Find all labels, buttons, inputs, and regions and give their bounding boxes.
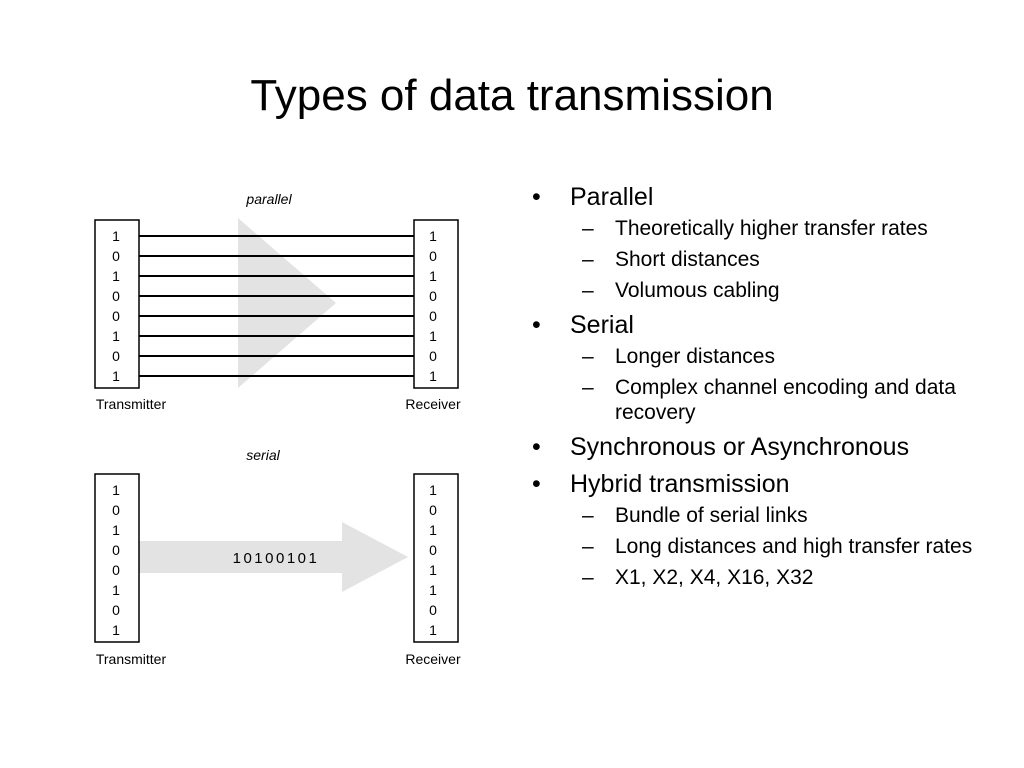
bullet-parallel: Parallel Theoretically higher transfer r…	[530, 182, 1000, 303]
bullet-hybrid: Hybrid transmission Bundle of serial lin…	[530, 469, 1000, 590]
sub-item-label: Longer distances	[615, 345, 775, 368]
sub-item-label: Long distances and high transfer rates	[615, 535, 973, 558]
parallel-transmitter-box	[94, 219, 140, 389]
parallel-transmitter-label: Transmitter	[96, 396, 167, 412]
serial-transmitter-box	[94, 473, 140, 643]
bit: 1	[112, 228, 120, 244]
bit: 1	[112, 328, 120, 344]
bit: 1	[112, 482, 120, 498]
sub-item-label: Short distances	[615, 248, 760, 271]
sub-item-label: Theoretically higher transfer rates	[615, 217, 928, 240]
bit: 0	[112, 542, 120, 558]
bullet-label: Serial	[570, 311, 634, 339]
bit: 1	[429, 482, 437, 498]
sub-item-label: X1, X2, X4, X16, X32	[615, 566, 814, 589]
sub-item: Long distances and high transfer rates	[570, 534, 1000, 559]
bit: 0	[112, 348, 120, 364]
bullet-label: Hybrid transmission	[570, 470, 790, 498]
sub-list: Longer distances Complex channel encodin…	[570, 344, 1000, 425]
sub-item: Complex channel encoding and data recove…	[570, 375, 1000, 425]
sub-item: Volumous cabling	[570, 278, 1000, 303]
parallel-transmitter-bits: 1 0 1 0 0 1 0 1	[112, 228, 120, 384]
bullet-label: Parallel	[570, 183, 654, 211]
bit: 1	[112, 622, 120, 638]
serial-receiver-label: Receiver	[405, 651, 461, 667]
bit: 0	[112, 248, 120, 264]
bit: 1	[112, 582, 120, 598]
bit: 0	[112, 602, 120, 618]
bit: 1	[112, 268, 120, 284]
sub-item: Short distances	[570, 247, 1000, 272]
bit: 0	[112, 502, 120, 518]
bullet-serial: Serial Longer distances Complex channel …	[530, 310, 1000, 425]
sub-list: Bundle of serial links Long distances an…	[570, 503, 1000, 590]
parallel-receiver-box	[413, 219, 459, 389]
bullet-list: Parallel Theoretically higher transfer r…	[530, 182, 1000, 590]
parallel-direction-arrow	[238, 218, 336, 388]
parallel-receiver-label: Receiver	[405, 396, 461, 412]
bit: 1	[429, 268, 437, 284]
bit: 0	[429, 308, 437, 324]
sub-item: Theoretically higher transfer rates	[570, 216, 1000, 241]
bit: 0	[429, 602, 437, 618]
bit: 0	[429, 348, 437, 364]
parallel-label: parallel	[245, 191, 292, 207]
bit: 0	[112, 562, 120, 578]
bit: 1	[429, 622, 437, 638]
serial-receiver-bits: 1 0 1 0 1 1 0 1	[429, 482, 437, 638]
bit: 0	[429, 542, 437, 558]
parallel-receiver-bits: 1 0 1 0 0 1 0 1	[429, 228, 437, 384]
sub-item: Bundle of serial links	[570, 503, 1000, 528]
sub-item-label: Volumous cabling	[615, 279, 780, 302]
bit: 1	[112, 522, 120, 538]
serial-transmitter-bits: 1 0 1 0 0 1 0 1	[112, 482, 120, 638]
bit: 0	[429, 248, 437, 264]
bullet-label: Synchronous or Asynchronous	[570, 433, 910, 461]
bit: 1	[429, 562, 437, 578]
bit: 1	[112, 368, 120, 384]
serial-direction-arrow	[139, 522, 408, 592]
bit: 1	[429, 328, 437, 344]
sub-item-label: Complex channel encoding and data recove…	[615, 376, 956, 424]
bit: 0	[112, 308, 120, 324]
bit: 1	[429, 522, 437, 538]
bit: 1	[429, 582, 437, 598]
bit: 0	[429, 502, 437, 518]
serial-transmitter-label: Transmitter	[96, 651, 167, 667]
serial-bit-stream: 10100101	[233, 550, 320, 567]
bit: 0	[429, 288, 437, 304]
transmission-diagram: parallel 1 0 1 0 0 1 0 1 1 0 1 0 0 1 0 1…	[94, 191, 461, 667]
serial-label: serial	[246, 447, 280, 463]
sub-item-label: Bundle of serial links	[615, 504, 808, 527]
serial-receiver-box	[413, 473, 459, 643]
sub-item: Longer distances	[570, 344, 1000, 369]
bit: 1	[429, 228, 437, 244]
slide-title: Types of data transmission	[250, 71, 774, 120]
bullet-sync-async: Synchronous or Asynchronous	[530, 432, 1000, 462]
sub-item: X1, X2, X4, X16, X32	[570, 565, 1000, 590]
bit: 0	[112, 288, 120, 304]
sub-list: Theoretically higher transfer rates Shor…	[570, 216, 1000, 303]
parallel-wires	[139, 235, 414, 377]
bit: 1	[429, 368, 437, 384]
